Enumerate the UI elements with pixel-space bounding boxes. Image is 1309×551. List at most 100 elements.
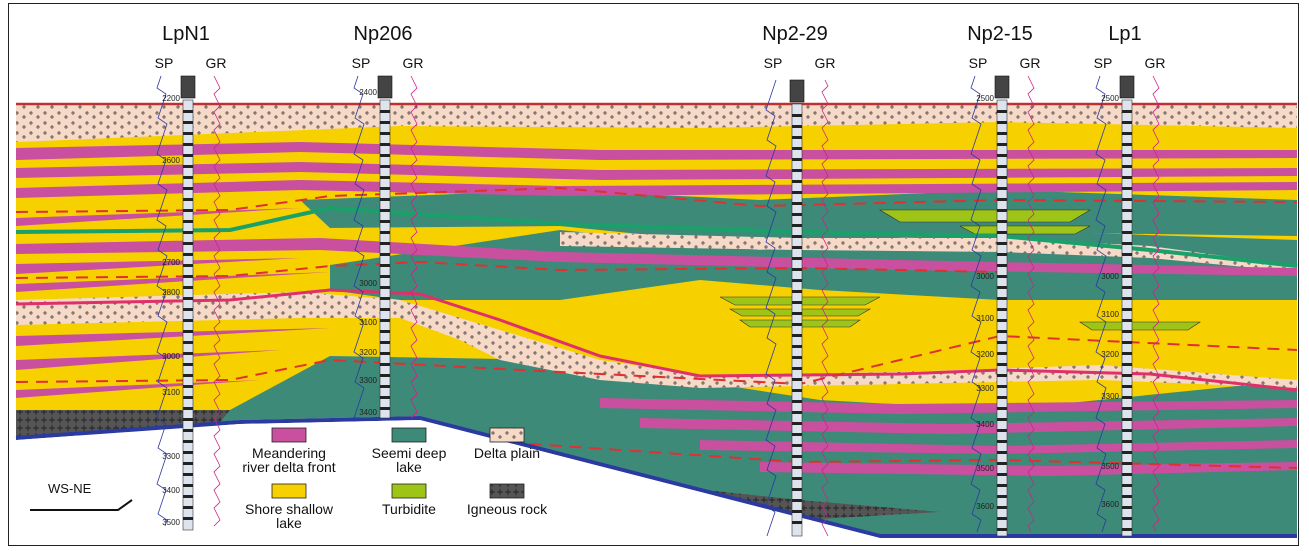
lithology-band — [997, 363, 1007, 366]
depth-label: 2600 — [162, 156, 180, 165]
lithology-band — [380, 154, 390, 157]
depth-label: 3200 — [359, 348, 377, 357]
lithology-band — [380, 198, 390, 201]
lithology-band — [380, 165, 390, 168]
lithology-band — [380, 187, 390, 190]
lithology-band — [1122, 220, 1132, 223]
lithology-header-block — [994, 75, 1010, 99]
lithology-band — [997, 143, 1007, 146]
lithology-band — [1122, 319, 1132, 322]
lithology-band — [380, 396, 390, 399]
lithology-band — [380, 231, 390, 234]
lithology-band — [997, 462, 1007, 465]
lithology-band — [792, 356, 802, 359]
lithology-band — [997, 418, 1007, 421]
lithology-band — [997, 275, 1007, 278]
lithology-band — [380, 209, 390, 212]
lithology-band — [183, 121, 193, 124]
legend-label: Turbidite — [382, 501, 436, 517]
lithology-band — [792, 147, 802, 150]
lithology-band — [997, 176, 1007, 179]
lithology-band — [183, 363, 193, 366]
lithology-band — [792, 378, 802, 381]
gr-log-label: GR — [403, 55, 424, 71]
lithology-band — [997, 440, 1007, 443]
lithology-band — [183, 209, 193, 212]
lithology-band — [1122, 363, 1132, 366]
legend-label: Shore shallow — [245, 501, 334, 517]
lithology-band — [997, 473, 1007, 476]
lithology-band — [183, 154, 193, 157]
lithology-band — [997, 517, 1007, 520]
lithology-band — [380, 363, 390, 366]
lithology-band — [380, 132, 390, 135]
legend-swatch — [271, 483, 307, 499]
lithology-band — [380, 308, 390, 311]
lithology-band — [792, 334, 802, 337]
lithology-column — [379, 99, 391, 419]
lithology-band — [1122, 451, 1132, 454]
sp-log-label: SP — [155, 55, 174, 71]
basement-line — [15, 415, 1297, 538]
lithology-band — [183, 440, 193, 443]
legend-label: Delta plain — [474, 445, 540, 461]
legend-swatch — [271, 427, 307, 443]
lithology-band — [792, 279, 802, 282]
lithology-band — [183, 198, 193, 201]
lithology-band — [1122, 429, 1132, 432]
lithology-band — [380, 341, 390, 344]
lithology-band — [1122, 407, 1132, 410]
depth-label: 3300 — [162, 452, 180, 461]
lithology-band — [997, 374, 1007, 377]
lithology-header-block — [180, 75, 196, 99]
lithology-band — [1122, 495, 1132, 498]
well-name: Np206 — [354, 23, 413, 45]
lithology-band — [1122, 209, 1132, 212]
lithology-band — [997, 231, 1007, 234]
lithology-band — [183, 473, 193, 476]
lithology-band — [997, 110, 1007, 113]
legend-label: Meandering — [252, 445, 326, 461]
lithology-band — [1122, 176, 1132, 179]
lithology-band — [183, 374, 193, 377]
depth-label: 3500 — [976, 464, 994, 473]
lithology-band — [997, 495, 1007, 498]
sp-curve — [156, 75, 168, 527]
lithology-band — [997, 429, 1007, 432]
legend-item: Delta plain — [474, 427, 540, 461]
lithology-band — [1122, 110, 1132, 113]
lithology-band — [1122, 143, 1132, 146]
legend-item: Turbidite — [382, 483, 436, 517]
lithology-band — [183, 506, 193, 509]
lithology-band — [1122, 286, 1132, 289]
depth-label: 3500 — [162, 518, 180, 527]
lithology-band — [1122, 231, 1132, 234]
lithology-band — [792, 488, 802, 491]
lithology-band — [183, 275, 193, 278]
sp-log-label: SP — [969, 55, 988, 71]
lower-left-blank-area — [16, 420, 880, 538]
depth-label: 3100 — [1101, 310, 1119, 319]
lithology-band — [997, 484, 1007, 487]
figure-frame — [8, 3, 1299, 546]
lithology-band — [997, 506, 1007, 509]
lithology-band — [997, 187, 1007, 190]
lithology-band — [997, 407, 1007, 410]
lithology-band — [183, 385, 193, 388]
lithology-band — [183, 187, 193, 190]
gr-log-label: GR — [1145, 55, 1166, 71]
lithology-band — [183, 297, 193, 300]
sp-curve — [970, 75, 982, 533]
lithology-band — [183, 231, 193, 234]
depth-label: 2400 — [359, 88, 377, 97]
lithology-band — [1122, 275, 1132, 278]
lithology-band — [792, 411, 802, 414]
gr-curve — [1027, 75, 1035, 533]
layer-delta-plain-top — [16, 104, 1297, 142]
lithology-band — [997, 385, 1007, 388]
lithology-band — [1122, 165, 1132, 168]
lithology-column — [791, 103, 803, 537]
legend-item: Igneous rock — [467, 483, 548, 517]
